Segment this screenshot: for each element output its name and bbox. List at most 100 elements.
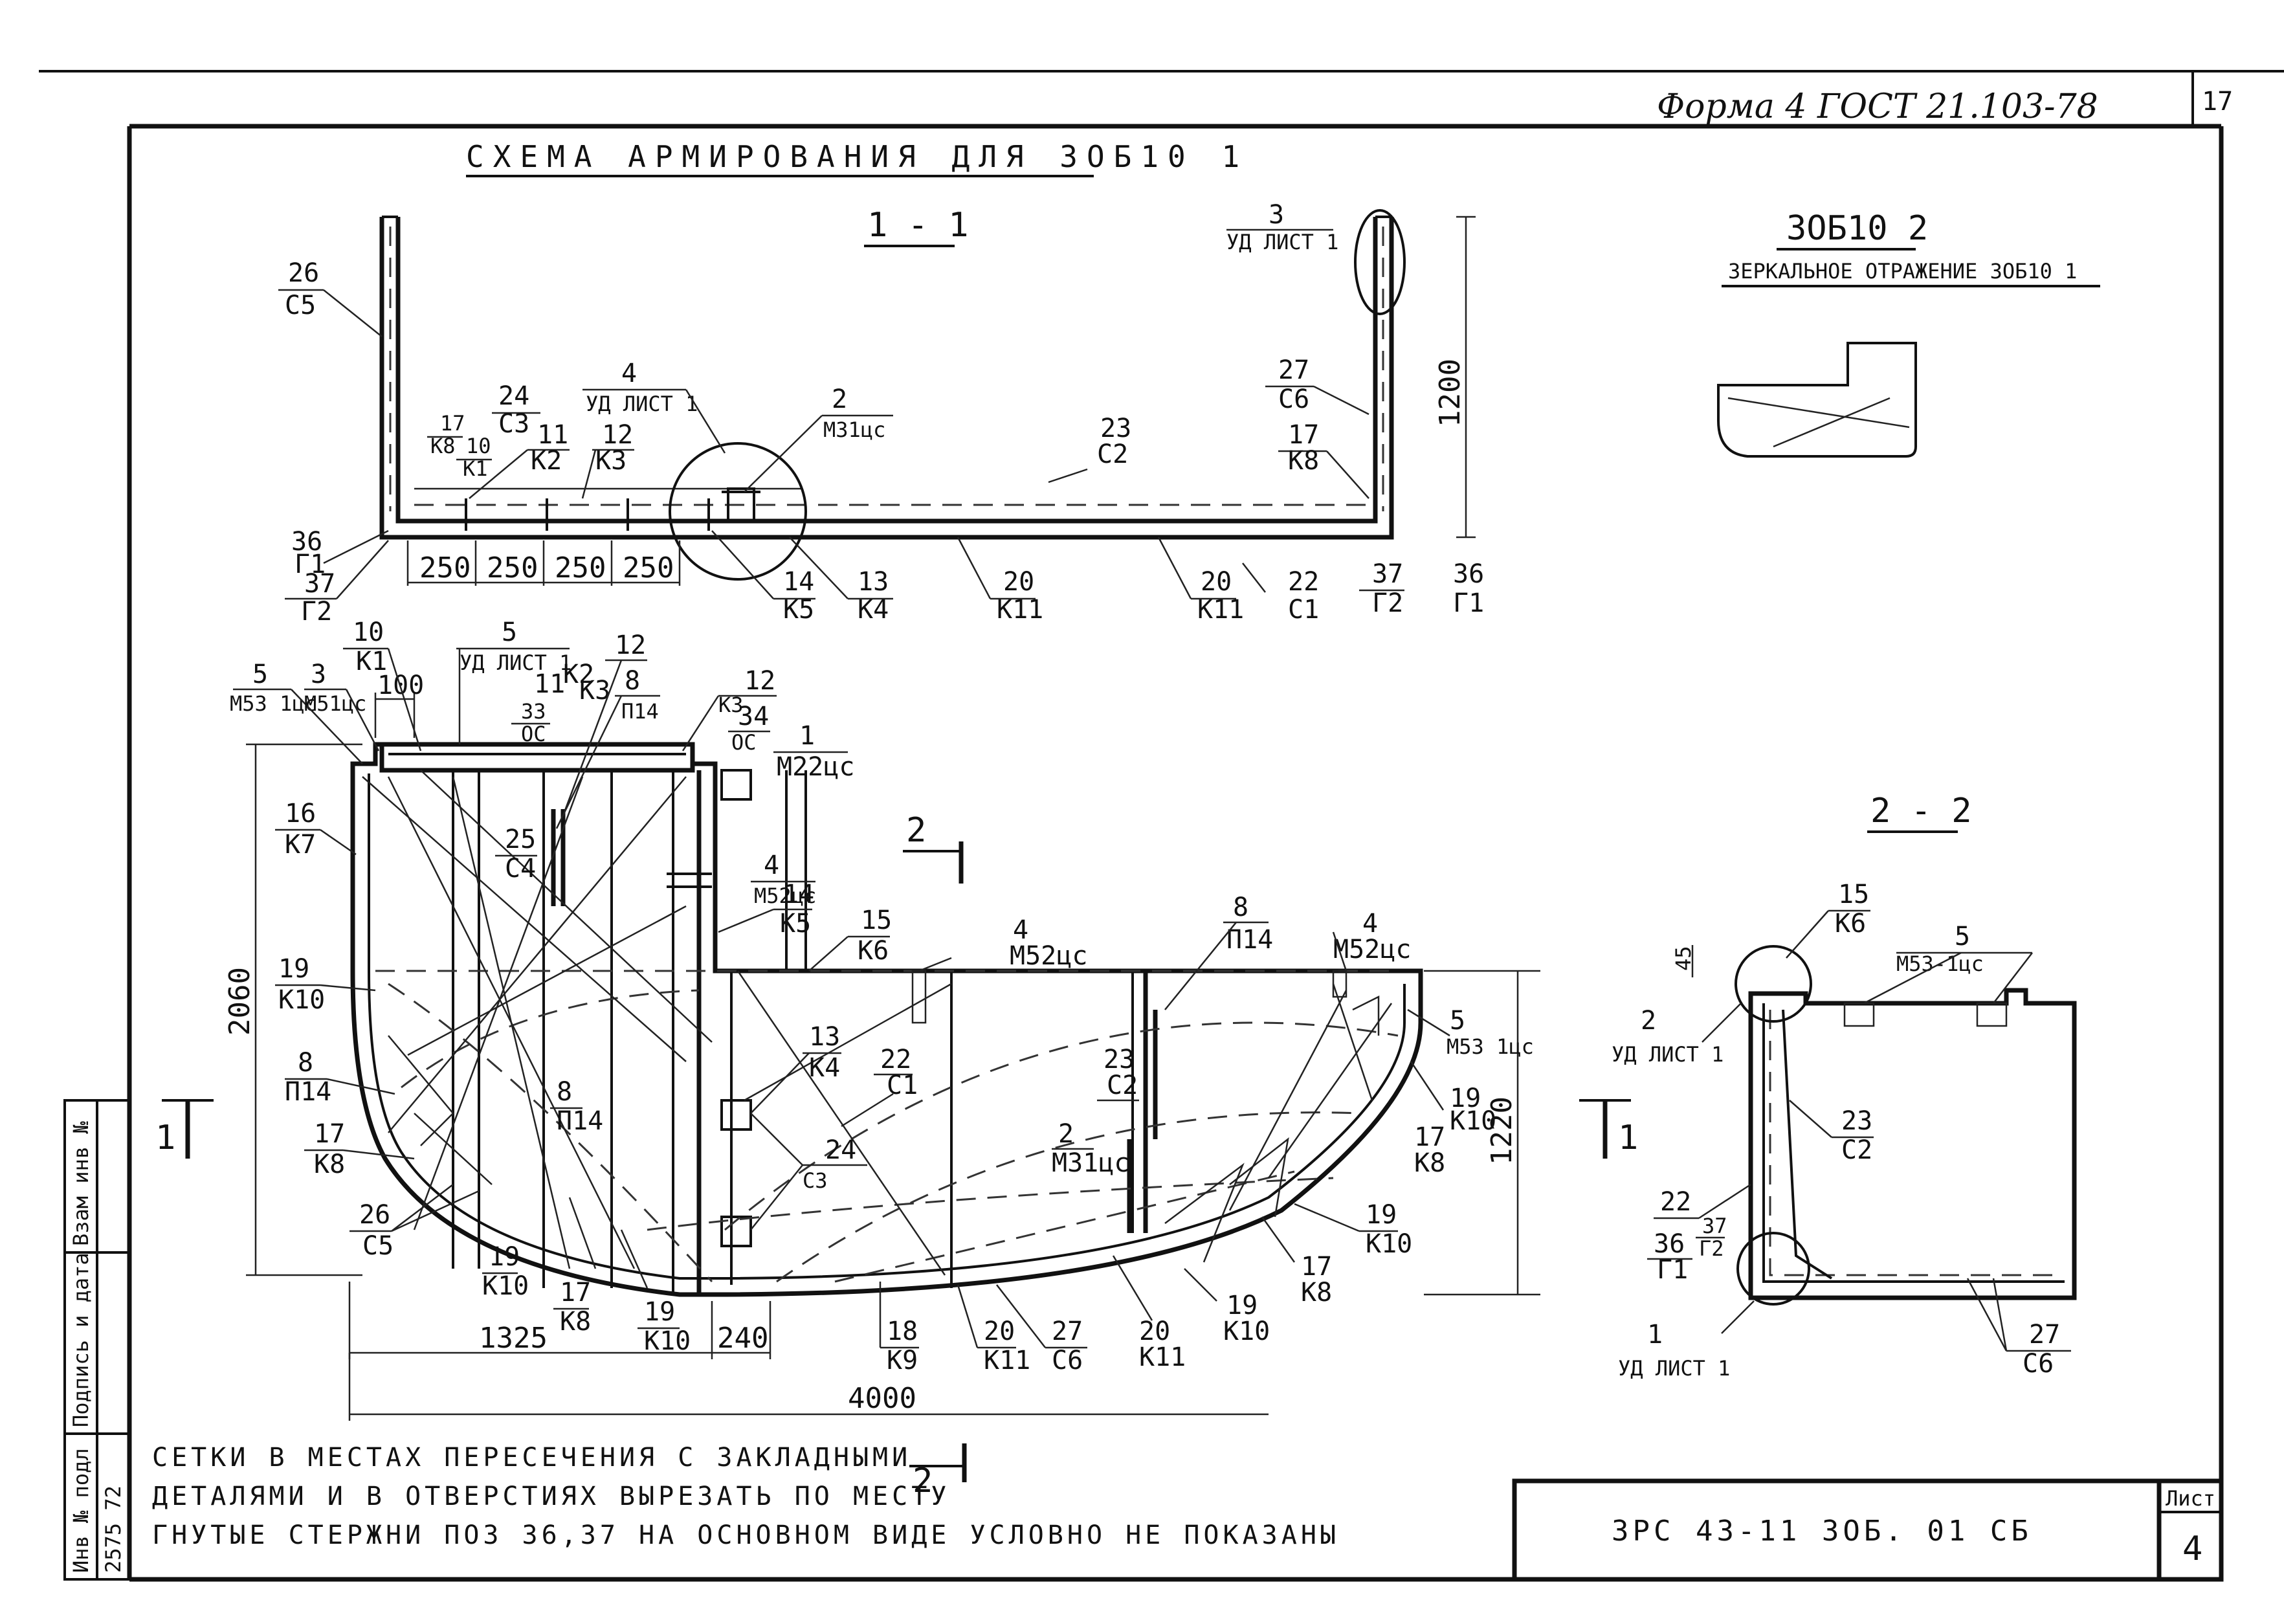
callout: 37 Г2: [1359, 559, 1404, 618]
callout: 17 К8: [427, 411, 465, 458]
svg-text:К8: К8: [430, 434, 456, 458]
svg-text:К6: К6: [858, 936, 889, 966]
svg-text:К5: К5: [780, 909, 811, 939]
svg-text:36: 36: [1453, 559, 1484, 589]
plan-total: 4000: [848, 1382, 916, 1415]
svg-text:22: 22: [1288, 567, 1319, 597]
svg-text:12: 12: [602, 420, 633, 450]
svg-text:4: 4: [1013, 915, 1028, 945]
svg-text:19: 19: [278, 954, 309, 984]
svg-text:М53 1цс: М53 1цс: [1447, 1034, 1534, 1059]
callout: 20 К11: [1157, 537, 1244, 625]
svg-text:К4: К4: [809, 1053, 840, 1083]
drawing-title: СХЕМА АРМИРОВАНИЯ ДЛЯ ЗОБ10 1: [466, 139, 1248, 174]
svg-text:К10: К10: [482, 1271, 529, 1301]
callout: 36 Г1: [291, 527, 389, 579]
sheet-number: 4: [2182, 1529, 2202, 1568]
svg-text:С4: С4: [505, 854, 536, 884]
section-mark-2-bottom: 2: [913, 1462, 933, 1500]
svg-text:19: 19: [1226, 1291, 1258, 1320]
svg-text:УД ЛИСТ 1: УД ЛИСТ 1: [1612, 1042, 1724, 1067]
svg-text:3: 3: [1269, 200, 1284, 230]
svg-text:К3: К3: [718, 693, 744, 717]
svg-text:С6: С6: [2023, 1349, 2054, 1379]
callout: 20 К11: [957, 537, 1043, 625]
spacing-4: 250: [623, 551, 674, 584]
svg-text:19: 19: [489, 1242, 520, 1272]
stamp-inv-podl: Инв № подл: [69, 1448, 93, 1573]
svg-text:К2: К2: [531, 446, 562, 476]
svg-text:К10: К10: [278, 985, 325, 1015]
svg-text:33: 33: [521, 699, 546, 724]
svg-text:К8: К8: [314, 1150, 345, 1179]
svg-text:К4: К4: [858, 595, 889, 625]
stamp-podpis-data: Подпись и дата: [69, 1252, 93, 1427]
stamp-inv-value: 2575 72: [101, 1485, 126, 1573]
svg-text:П14: П14: [621, 699, 659, 724]
svg-text:12: 12: [744, 666, 775, 696]
svg-text:К10: К10: [1366, 1229, 1412, 1259]
svg-text:5: 5: [502, 617, 517, 647]
svg-text:19: 19: [1450, 1084, 1481, 1113]
svg-text:22: 22: [1660, 1187, 1691, 1217]
svg-text:К7: К7: [285, 830, 316, 860]
general-notes: СЕТКИ В МЕСТАХ ПЕРЕСЕЧЕНИЯ С ЗАКЛАДНЫМИ …: [152, 1443, 1336, 1550]
section-1-1-height: 1200: [1434, 359, 1467, 427]
svg-text:С3: С3: [498, 409, 529, 439]
svg-text:8: 8: [625, 666, 640, 696]
svg-text:20: 20: [1201, 567, 1232, 597]
svg-text:М31цс: М31цс: [1052, 1148, 1129, 1178]
svg-text:К10: К10: [1450, 1106, 1496, 1136]
plan-bottom-1: 1325: [479, 1322, 548, 1355]
callout: 36 Г1: [1453, 559, 1484, 618]
svg-text:Г1: Г1: [1453, 588, 1484, 618]
plan-view: 2060 1220 100 1325 240 4000 2 2 1 1 5М5: [155, 617, 1638, 1500]
svg-text:К8: К8: [1288, 446, 1319, 476]
svg-text:С5: С5: [285, 291, 316, 320]
side-stamp: Инв № подл 2575 72 Подпись и дата Взам и…: [63, 1099, 131, 1581]
svg-text:К11: К11: [984, 1346, 1030, 1375]
callout: 24 С3: [492, 381, 540, 439]
svg-text:4: 4: [1362, 909, 1378, 939]
callout: 27 С6: [1265, 355, 1369, 416]
callout: 22: [1654, 1183, 1751, 1219]
svg-text:П14: П14: [1226, 925, 1273, 955]
svg-text:17: 17: [440, 411, 465, 436]
svg-text:23: 23: [1100, 414, 1131, 443]
svg-text:8: 8: [298, 1048, 313, 1078]
svg-text:Г2: Г2: [301, 597, 332, 627]
svg-text:Г2: Г2: [1699, 1236, 1724, 1261]
svg-text:К10: К10: [1223, 1317, 1270, 1346]
svg-text:8: 8: [557, 1077, 572, 1107]
callout: 3 УД ЛИСТ 1: [1226, 200, 1338, 254]
section-2-2-label: 2 - 2: [1870, 792, 1972, 830]
svg-text:3: 3: [311, 660, 326, 689]
svg-text:С6: С6: [1278, 384, 1309, 414]
